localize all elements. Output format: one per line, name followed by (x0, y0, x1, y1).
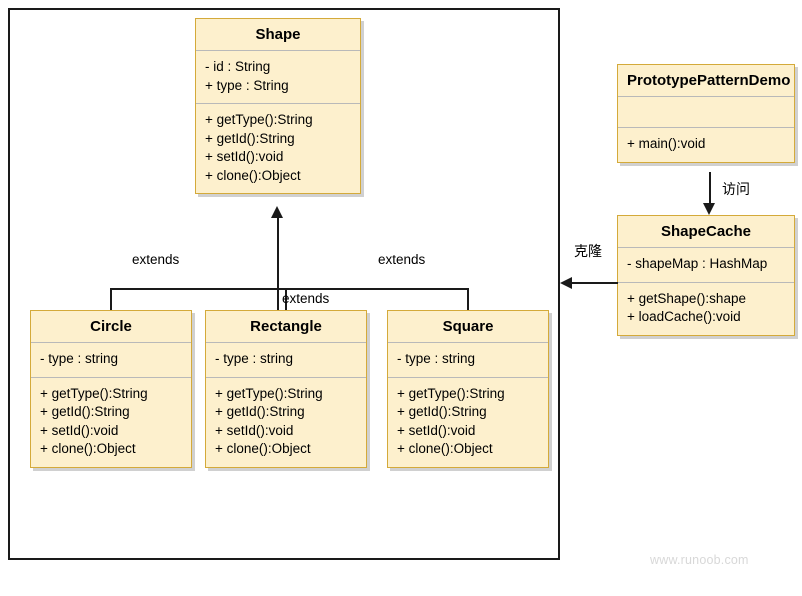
method-row: + loadCache():void (627, 309, 741, 325)
uml-class-shape-title: Shape (196, 19, 360, 52)
method-row: + getType():String (205, 112, 313, 128)
uml-class-square-title: Square (388, 311, 548, 344)
attribute-row: - shapeMap : HashMap (627, 256, 768, 272)
attribute-row: - type : string (397, 351, 476, 367)
uml-class-shape-methods: + getType():String + getId():String + se… (196, 104, 360, 193)
uml-class-rectangle[interactable]: Rectangle - type : string + getType():St… (205, 310, 367, 468)
uml-class-shapecache-methods: + getShape():shape + loadCache():void (618, 283, 794, 335)
method-row: + getType():String (40, 385, 148, 401)
attribute-row: + type : String (205, 77, 289, 93)
inheritance-leg-square (467, 288, 469, 310)
method-row: + clone():Object (215, 441, 311, 457)
edge-label-visit: 访问 (722, 181, 750, 197)
edge-label-extends-rectangle: extends (282, 291, 330, 306)
method-row: + setId():void (397, 422, 476, 438)
inheritance-leg-rectangle (285, 288, 287, 310)
method-row: + getType():String (397, 385, 505, 401)
inheritance-bus-line (111, 288, 469, 290)
method-row: + main():void (627, 136, 706, 152)
inheritance-leg-circle (110, 288, 112, 310)
cache-to-shapes-arrowhead-icon (560, 277, 572, 289)
demo-to-cache-line (709, 172, 711, 204)
method-row: + setId():void (205, 149, 284, 165)
edge-label-extends-circle: extends (132, 252, 180, 267)
shape-hierarchy-container (8, 8, 560, 560)
attribute-row: - type : string (215, 351, 294, 367)
uml-class-prototypepatterndemo[interactable]: PrototypePatternDemo + main():void (617, 64, 795, 163)
method-row: + getId():String (40, 404, 130, 420)
method-row: + setId():void (40, 422, 119, 438)
demo-to-cache-arrowhead-icon (703, 203, 715, 215)
method-row: + clone():Object (205, 167, 301, 183)
edge-label-clone: 克隆 (574, 243, 602, 259)
inheritance-arrowhead-icon (271, 206, 283, 218)
uml-class-rectangle-title: Rectangle (206, 311, 366, 344)
uml-class-circle-methods: + getType():String + getId():String + se… (31, 378, 191, 467)
method-row: + getType():String (215, 385, 323, 401)
method-row: + getId():String (397, 404, 487, 420)
uml-class-circle-attributes: - type : string (31, 343, 191, 378)
uml-class-prototypepatterndemo-attributes (618, 97, 794, 129)
method-row: + getId():String (215, 404, 305, 420)
uml-class-shapecache[interactable]: ShapeCache - shapeMap : HashMap + getSha… (617, 215, 795, 336)
inheritance-stem-line (277, 212, 279, 310)
uml-class-square-attributes: - type : string (388, 343, 548, 378)
edge-label-extends-square: extends (378, 252, 426, 267)
uml-class-shapecache-title: ShapeCache (618, 216, 794, 249)
method-row: + clone():Object (397, 441, 493, 457)
site-watermark: www.runoob.com (650, 553, 749, 567)
uml-class-shape[interactable]: Shape - id : String + type : String + ge… (195, 18, 361, 195)
uml-class-square[interactable]: Square - type : string + getType():Strin… (387, 310, 549, 468)
uml-class-rectangle-methods: + getType():String + getId():String + se… (206, 378, 366, 467)
uml-class-prototypepatterndemo-title: PrototypePatternDemo (618, 65, 794, 98)
uml-class-circle[interactable]: Circle - type : string + getType():Strin… (30, 310, 192, 468)
uml-class-shape-attributes: - id : String + type : String (196, 51, 360, 105)
uml-class-circle-title: Circle (31, 311, 191, 344)
method-row: + getShape():shape (627, 290, 746, 306)
cache-to-shapes-line (572, 282, 618, 284)
method-row: + getId():String (205, 130, 295, 146)
uml-class-shapecache-attributes: - shapeMap : HashMap (618, 248, 794, 283)
uml-class-square-methods: + getType():String + getId():String + se… (388, 378, 548, 467)
attribute-row: - id : String (205, 59, 271, 75)
uml-class-prototypepatterndemo-methods: + main():void (618, 128, 794, 162)
method-row: + clone():Object (40, 441, 136, 457)
uml-class-rectangle-attributes: - type : string (206, 343, 366, 378)
method-row: + setId():void (215, 422, 294, 438)
attribute-row: - type : string (40, 351, 119, 367)
